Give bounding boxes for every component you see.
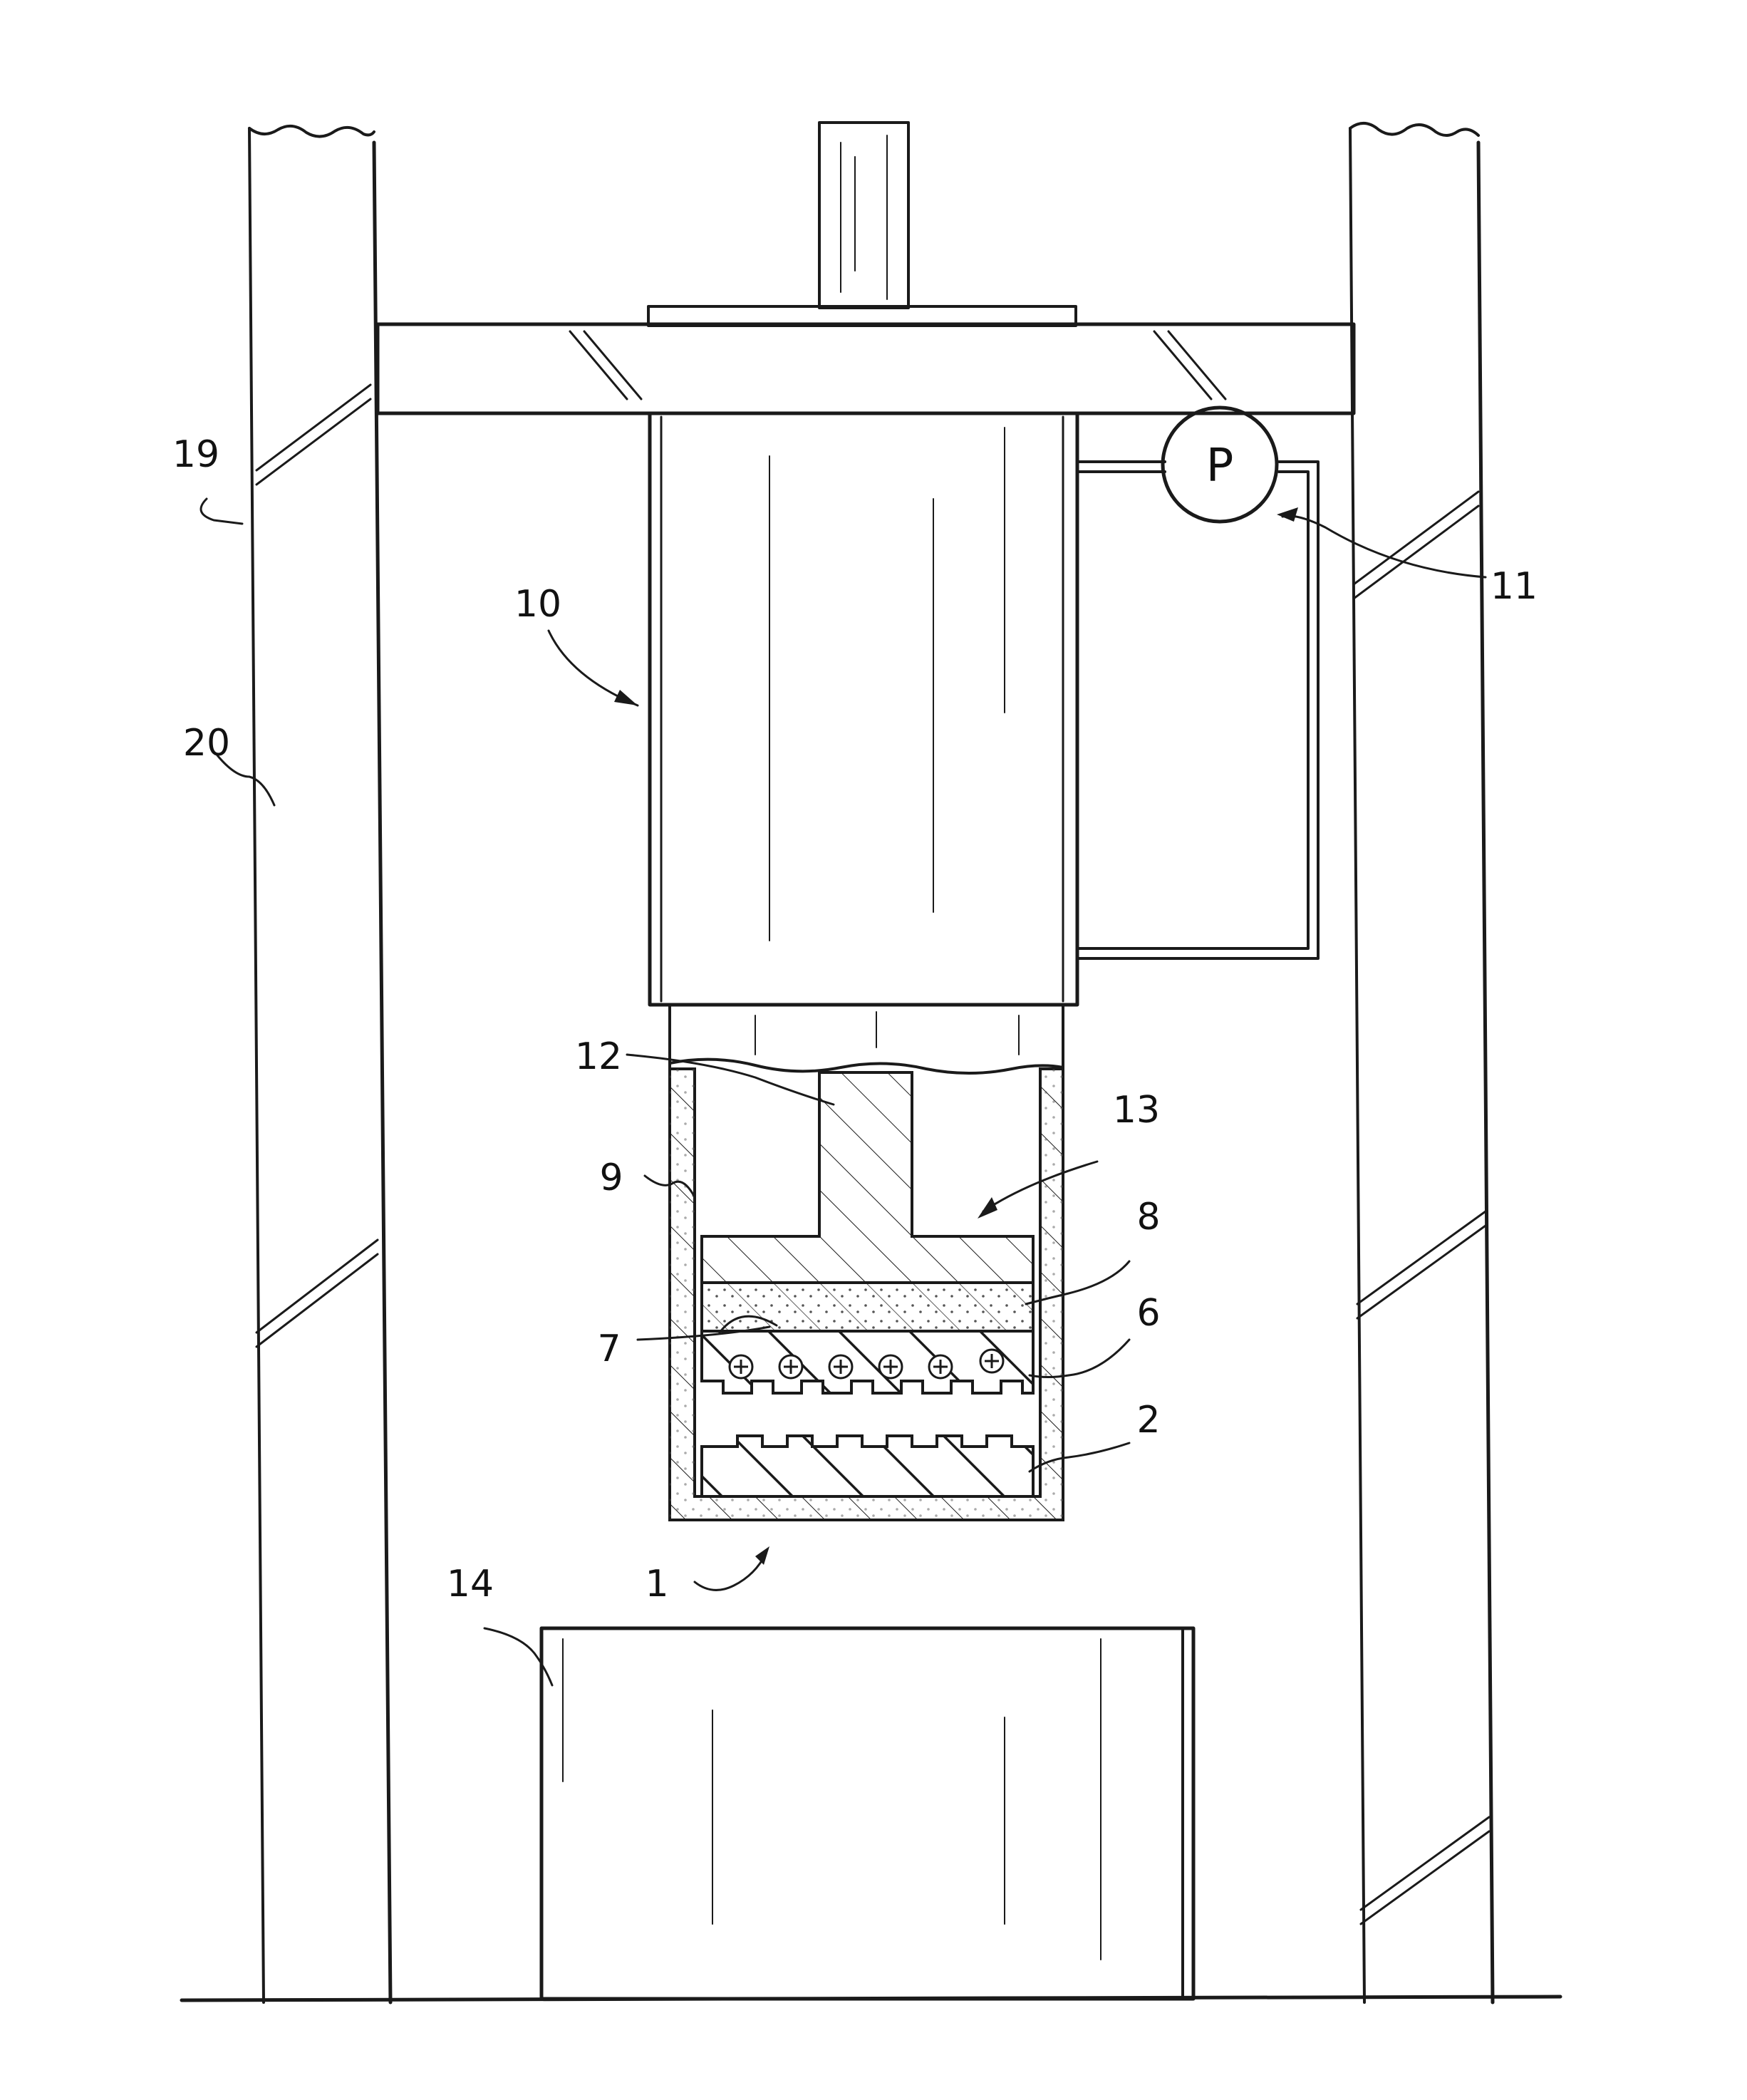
hydraulic-cylinder — [650, 413, 1077, 1005]
pump: P — [1163, 408, 1277, 522]
label-1: 1 — [645, 1563, 668, 1605]
lower-table — [541, 1628, 1193, 1999]
punch — [702, 1072, 1033, 1283]
label-14: 14 — [447, 1563, 494, 1605]
label-2: 2 — [1136, 1399, 1160, 1442]
pump-circuit — [1077, 462, 1318, 958]
label-7: 7 — [597, 1328, 621, 1370]
left-column — [249, 126, 390, 2002]
ram — [670, 1005, 1063, 1073]
label-11: 11 — [1491, 565, 1538, 608]
pump-symbol: P — [1206, 440, 1234, 492]
label-13: 13 — [1113, 1089, 1160, 1132]
piston-rod-top — [648, 123, 1076, 326]
label-20: 20 — [183, 722, 230, 765]
label-12: 12 — [575, 1035, 622, 1078]
right-column — [1350, 123, 1493, 2002]
crossbeam — [378, 324, 1354, 413]
label-10: 10 — [514, 583, 561, 626]
label-8: 8 — [1136, 1196, 1160, 1238]
label-19: 19 — [172, 433, 219, 476]
layer-2 — [702, 1436, 1033, 1496]
label-9: 9 — [599, 1157, 623, 1199]
label-6: 6 — [1136, 1292, 1160, 1335]
